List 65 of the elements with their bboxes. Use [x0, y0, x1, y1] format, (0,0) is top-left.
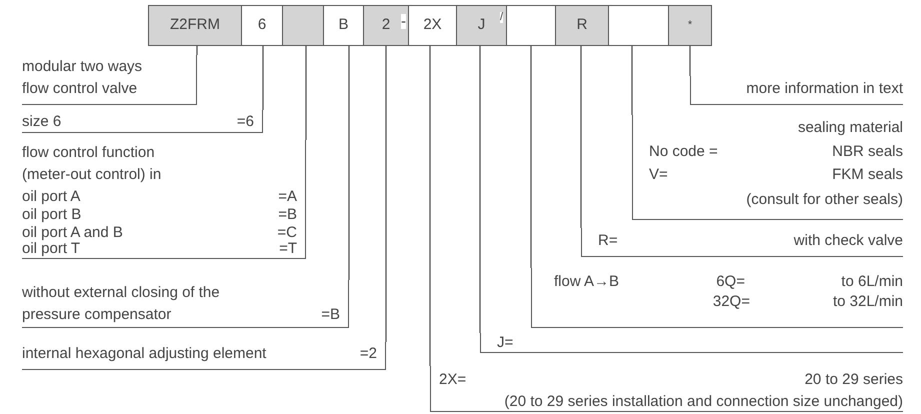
leader-line	[385, 46, 387, 342]
option-code: =B	[278, 206, 297, 224]
description-text: sealing material	[798, 119, 903, 137]
leader-line	[580, 46, 582, 228]
separator-mark: -	[401, 14, 406, 29]
description-text: V=	[649, 166, 668, 184]
leader-line	[631, 46, 633, 115]
code-segment	[608, 5, 669, 46]
description-bracket	[632, 115, 903, 220]
code-segment: 6	[241, 5, 283, 46]
option-code: =C	[277, 224, 297, 242]
description-text: FKM seals	[832, 166, 903, 184]
description-text: oil port A	[22, 188, 80, 206]
description-bracket	[22, 280, 349, 328]
code-segment	[282, 5, 324, 46]
description-text: (consult for other seals)	[746, 191, 903, 209]
description-text: oil port T	[22, 240, 80, 258]
description-text: 20 to 29 series	[804, 371, 903, 389]
description-text: modular two ways flow control valve	[22, 57, 144, 99]
option-code: 6Q=	[716, 273, 745, 291]
code-segment	[506, 5, 556, 46]
description-bracket	[22, 140, 306, 259]
description-bracket	[690, 76, 903, 105]
separator-mark: /	[500, 12, 504, 23]
leader-line	[689, 46, 691, 76]
description-text: J=	[497, 334, 514, 352]
description-bracket	[22, 110, 263, 133]
leader-line	[479, 46, 481, 333]
description-text: flow A→B	[554, 273, 620, 291]
code-segment: Z2FRM	[148, 5, 242, 46]
description-text: No code =	[649, 143, 718, 161]
description-text: oil port A and B	[22, 224, 123, 242]
description-text: size 6	[22, 113, 62, 131]
description-text: internal hexagonal adjusting element	[22, 345, 266, 363]
leader-line	[530, 46, 532, 268]
description-bracket	[22, 342, 386, 370]
description-text: oil port B	[22, 206, 82, 224]
description-bracket	[22, 55, 197, 105]
description-text: (20 to 29 series installation and connection size unchanged)	[504, 393, 903, 411]
description-bracket	[531, 268, 903, 328]
leader-line	[429, 46, 431, 366]
leader-line	[348, 46, 350, 280]
description-text: to 32L/min	[832, 293, 903, 311]
code-segment: 2X	[408, 5, 457, 46]
description-text: to 6L/min	[841, 273, 903, 291]
option-code: =6	[236, 113, 254, 131]
option-code: =T	[279, 240, 297, 258]
description-text: with check valve	[794, 232, 903, 250]
option-code: =2	[360, 345, 377, 363]
code-segment: *	[668, 5, 712, 46]
description-bracket	[430, 366, 903, 412]
description-text: NBR seals	[832, 143, 903, 161]
option-code: =A	[278, 188, 297, 206]
option-code: 32Q=	[712, 293, 750, 311]
leader-line	[305, 46, 307, 140]
description-text: 2X=	[439, 371, 466, 389]
code-segment: R	[555, 5, 609, 46]
code-segment: B	[323, 5, 364, 46]
description-text: R=	[598, 232, 618, 250]
description-bracket	[480, 333, 903, 353]
option-code: =B	[321, 306, 340, 324]
description-text: without external closing of the pressure compensator	[22, 283, 221, 325]
description-bracket	[581, 228, 903, 257]
description-text: more information in text	[746, 80, 903, 98]
leader-line	[262, 46, 264, 110]
